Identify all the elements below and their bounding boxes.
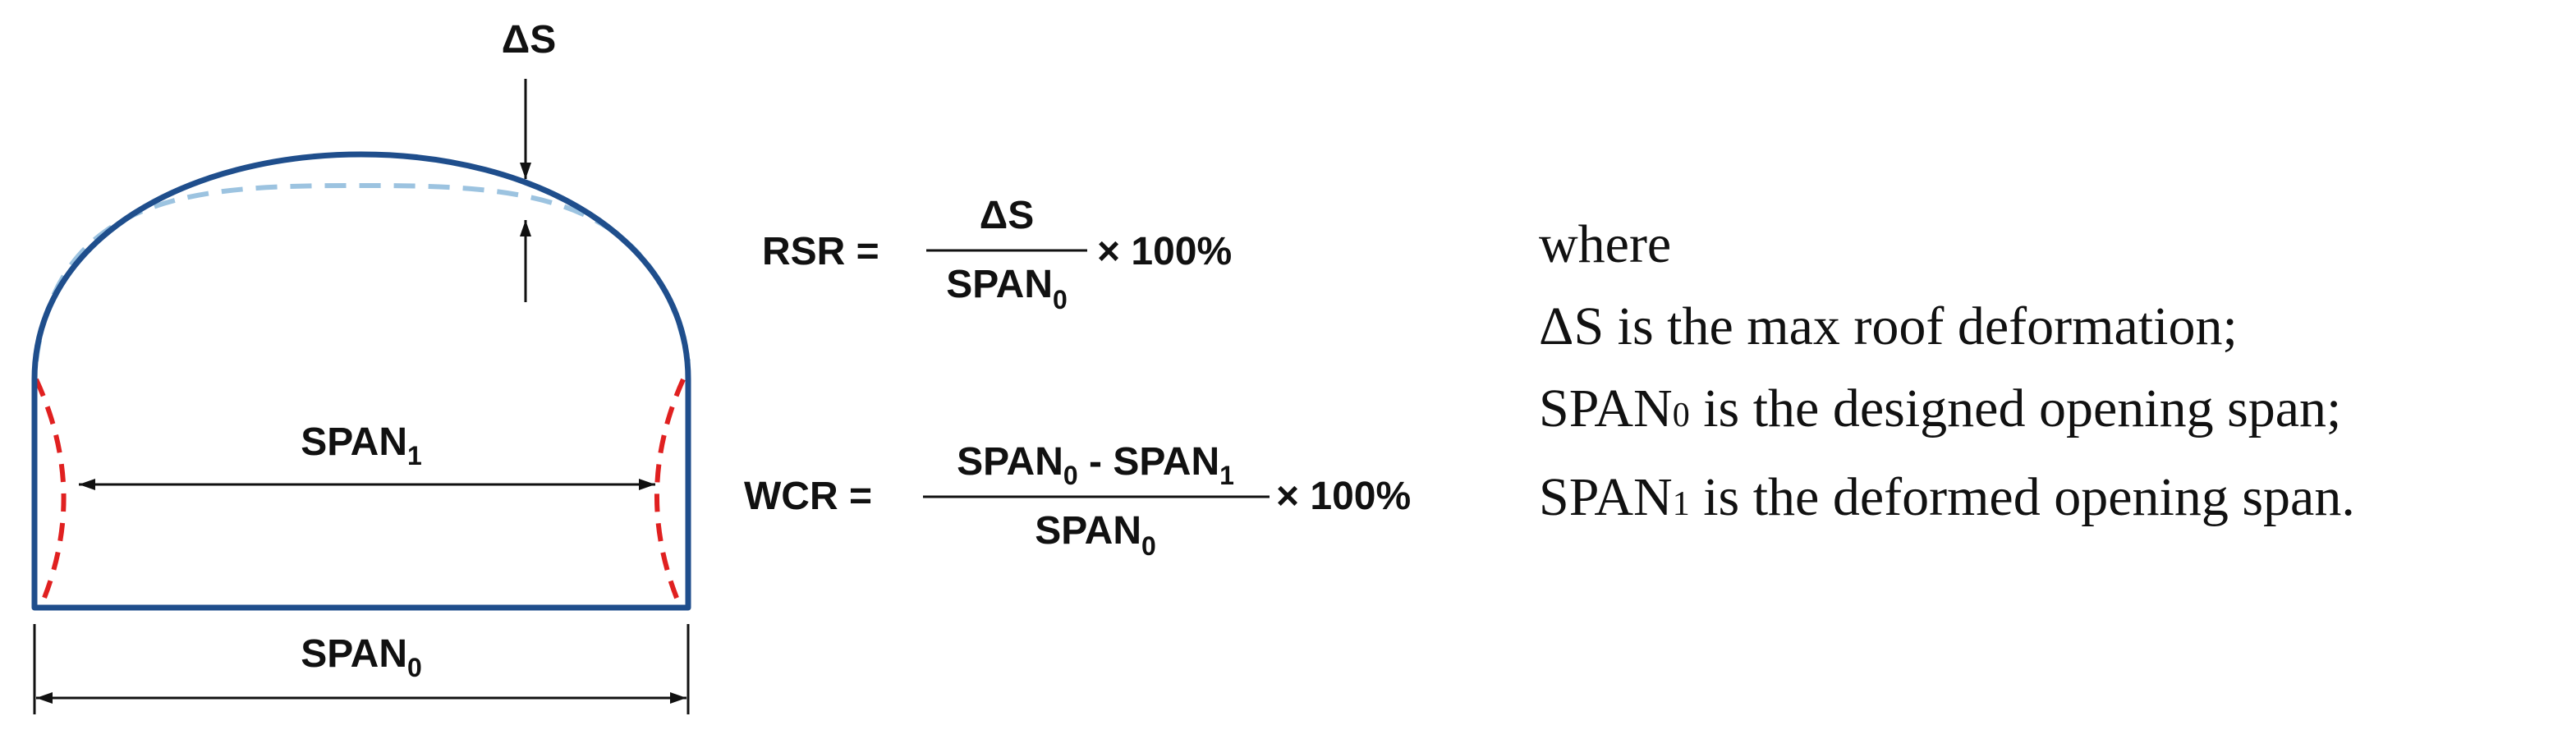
wcr-numerator: SPAN0 - SPAN1	[957, 440, 1234, 490]
span1-label: SPAN1	[301, 420, 422, 470]
legend-where: where	[1539, 214, 1672, 274]
legend-span1: SPAN1 is the deformed opening span.	[1539, 457, 2565, 545]
wcr-multiplier: × 100%	[1276, 475, 1411, 518]
deformed-right-wall	[654, 378, 686, 608]
legend-span0-text: is the designed opening span;	[1689, 379, 2342, 438]
wcr-denominator: SPAN0	[1035, 509, 1156, 561]
rsr-denominator: SPAN0	[946, 263, 1068, 314]
delta-s-label: ΔS	[502, 18, 557, 62]
wcr-lhs: WCR =	[744, 475, 872, 518]
legend-span0: SPAN0 is the designed opening span;	[1539, 368, 2565, 457]
rsr-lhs: RSR =	[762, 230, 879, 273]
legend-span1-base: SPAN	[1539, 467, 1673, 527]
legend-span0-base: SPAN	[1539, 379, 1673, 438]
rsr-multiplier: × 100%	[1097, 230, 1232, 273]
legend-delta-s: ΔS is the max roof deformation;	[1539, 296, 2238, 356]
tunnel-outline	[31, 151, 691, 611]
legend-span1-sub: 1	[1672, 485, 1690, 523]
rsr-numerator: ΔS	[980, 194, 1035, 237]
deformed-left-wall	[34, 378, 67, 608]
variable-legend: where ΔS is the max roof deformation; SP…	[1539, 204, 2565, 545]
span0-label: SPAN0	[301, 632, 422, 682]
legend-span1-text: is the deformed opening span.	[1689, 467, 2355, 527]
legend-span0-sub: 0	[1672, 397, 1690, 434]
